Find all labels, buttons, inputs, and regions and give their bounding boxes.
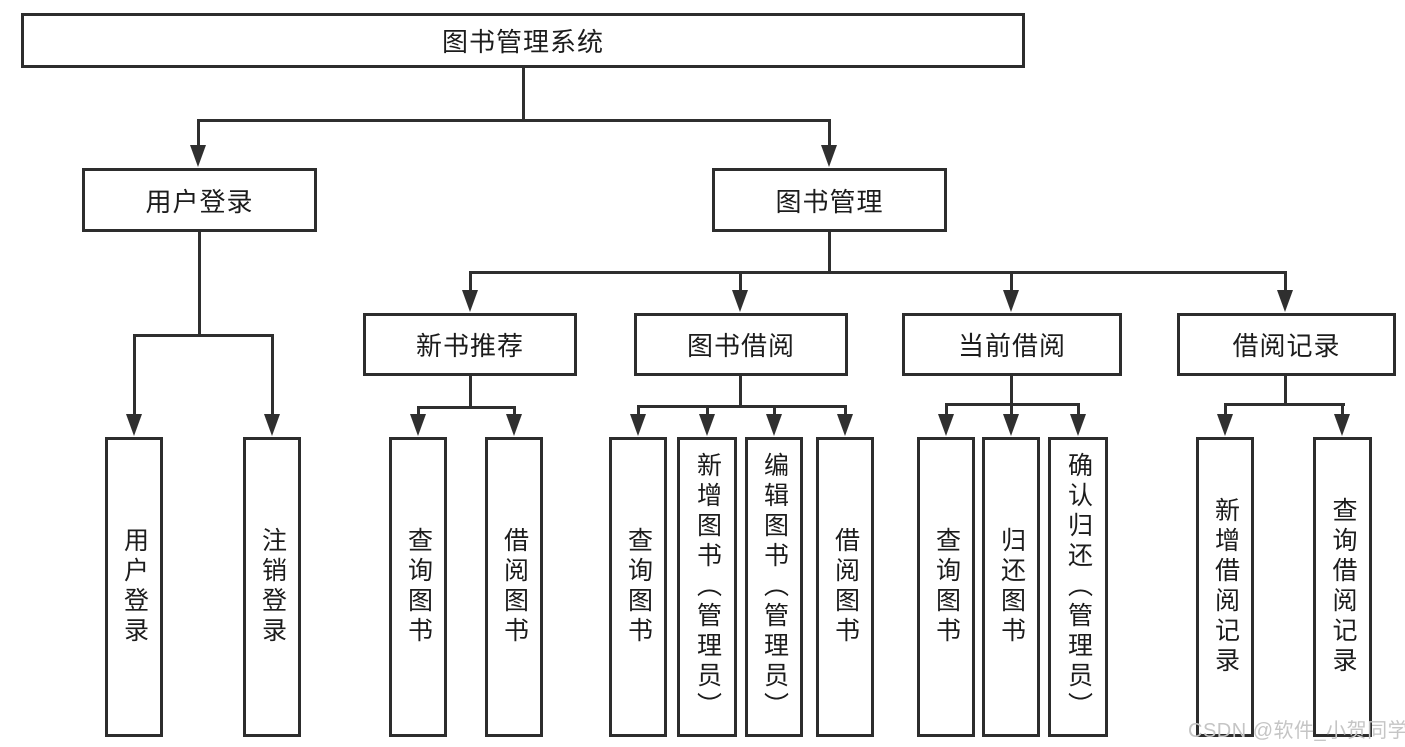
connector-line: [1010, 375, 1013, 406]
node-book-management-label: 图书管理: [775, 186, 884, 217]
leaf-borrow-books: 借阅图书: [816, 437, 874, 737]
arrow-down-icon: [1217, 414, 1233, 436]
leaf-add-borrow-record: 新增借阅记录: [1196, 437, 1254, 737]
connector-line: [637, 405, 847, 408]
arrow-down-icon: [410, 414, 426, 436]
connector-line: [133, 334, 274, 337]
connector-line: [197, 119, 831, 122]
leaf-add-book-admin: 新增图书（管理员）: [677, 437, 737, 737]
node-current-borrow-label: 当前借阅: [957, 331, 1066, 361]
leaf-borrow-books-recommend-label: 借阅图书: [500, 527, 529, 647]
node-new-book-recommend: 新书推荐: [363, 313, 577, 376]
arrow-down-icon: [699, 414, 715, 436]
arrow-down-icon: [264, 414, 280, 436]
connector-line: [1284, 271, 1287, 297]
leaf-query-books-current: 查询图书: [917, 437, 975, 737]
leaf-query-books-borrow: 查询图书: [609, 437, 667, 737]
leaf-logout: 注销登录: [243, 437, 301, 737]
connector-line: [945, 403, 948, 421]
connector-line: [844, 405, 847, 421]
connector-line: [522, 66, 525, 121]
arrow-down-icon: [766, 414, 782, 436]
connector-line: [828, 230, 831, 274]
leaf-borrow-books-recommend: 借阅图书: [485, 437, 543, 737]
node-user-login: 用户登录: [82, 168, 317, 232]
node-book-borrow: 图书借阅: [634, 313, 848, 376]
connector-line: [1341, 403, 1344, 421]
arrow-down-icon: [190, 145, 206, 167]
connector-line: [417, 406, 516, 409]
node-root-label: 图书管理系统: [441, 27, 604, 57]
csdn-watermark: CSDN @软件_小贺同学: [1188, 720, 1405, 742]
leaf-user-login-label: 用户登录: [120, 527, 149, 647]
leaf-user-login: 用户登录: [105, 437, 163, 737]
leaf-add-book-admin-label: 新增图书（管理员）: [693, 452, 722, 722]
node-user-login-label: 用户登录: [145, 186, 254, 217]
connector-line: [637, 405, 640, 421]
arrow-down-icon: [462, 290, 478, 312]
connector-line: [197, 119, 200, 149]
arrow-down-icon: [630, 414, 646, 436]
leaf-confirm-return-admin-label: 确认归还（管理员）: [1064, 452, 1093, 722]
node-root: 图书管理系统: [21, 13, 1025, 68]
node-borrow-records-label: 借阅记录: [1232, 331, 1341, 361]
connector-line: [739, 271, 742, 297]
leaf-query-books-recommend: 查询图书: [389, 437, 447, 737]
arrow-down-icon: [1003, 290, 1019, 312]
arrow-down-icon: [126, 414, 142, 436]
leaf-logout-label: 注销登录: [258, 527, 287, 647]
connector-line: [828, 119, 831, 149]
leaf-borrow-books-label: 借阅图书: [831, 527, 860, 647]
connector-line: [1224, 403, 1227, 421]
node-current-borrow: 当前借阅: [902, 313, 1122, 376]
connector-line: [133, 334, 136, 420]
leaf-query-books-recommend-label: 查询图书: [404, 527, 433, 647]
connector-line: [469, 374, 472, 409]
connector-line: [773, 405, 776, 421]
leaf-query-books-borrow-label: 查询图书: [624, 527, 653, 647]
arrow-down-icon: [1003, 414, 1019, 436]
arrow-down-icon: [938, 414, 954, 436]
leaf-add-borrow-record-label: 新增借阅记录: [1211, 497, 1240, 677]
connector-line: [1010, 403, 1013, 421]
arrow-down-icon: [506, 414, 522, 436]
leaf-query-books-current-label: 查询图书: [932, 527, 961, 647]
connector-line: [469, 271, 472, 297]
arrow-down-icon: [1334, 414, 1350, 436]
leaf-query-borrow-record: 查询借阅记录: [1313, 437, 1372, 737]
connector-line: [706, 405, 709, 421]
connector-line: [198, 230, 201, 336]
leaf-edit-book-admin-label: 编辑图书（管理员）: [760, 452, 789, 722]
connector-line: [271, 334, 274, 420]
connector-line: [469, 271, 1287, 274]
connector-line: [1077, 403, 1080, 421]
arrow-down-icon: [1070, 414, 1086, 436]
node-book-management: 图书管理: [712, 168, 947, 232]
arrow-down-icon: [837, 414, 853, 436]
connector-line: [1010, 271, 1013, 297]
connector-line: [1284, 375, 1287, 406]
leaf-return-book-label: 归还图书: [997, 527, 1026, 647]
arrow-down-icon: [1277, 290, 1293, 312]
connector-line: [1224, 403, 1345, 406]
arrow-down-icon: [732, 290, 748, 312]
connector-line: [739, 374, 742, 408]
leaf-edit-book-admin: 编辑图书（管理员）: [745, 437, 803, 737]
node-book-borrow-label: 图书借阅: [686, 331, 795, 361]
arrow-down-icon: [821, 145, 837, 167]
leaf-confirm-return-admin: 确认归还（管理员）: [1048, 437, 1108, 737]
node-borrow-records: 借阅记录: [1177, 313, 1396, 376]
leaf-return-book: 归还图书: [982, 437, 1040, 737]
node-new-book-recommend-label: 新书推荐: [415, 331, 524, 361]
leaf-query-borrow-record-label: 查询借阅记录: [1329, 497, 1357, 677]
